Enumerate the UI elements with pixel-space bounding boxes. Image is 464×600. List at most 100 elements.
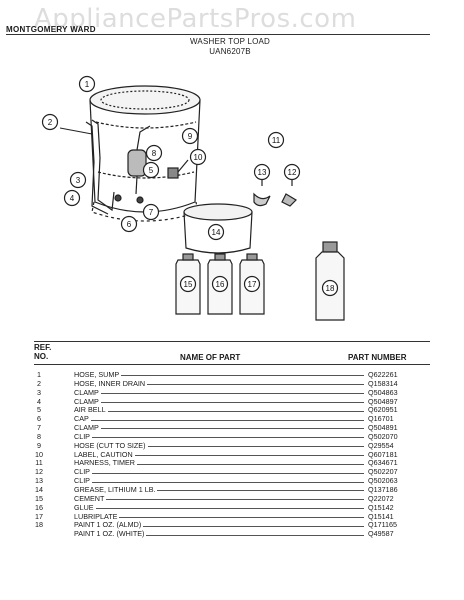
ref-number: 18 <box>35 520 43 530</box>
ref-number: 2 <box>37 378 41 388</box>
callout-label: 5 <box>149 166 154 175</box>
callout-17: 17 <box>243 275 261 293</box>
leader-line <box>74 419 364 421</box>
callout-label: 7 <box>149 208 154 217</box>
callout-2: 2 <box>41 113 59 131</box>
leader-line <box>74 446 364 448</box>
ref-number: 9 <box>37 440 41 450</box>
part-name: HOSE, INNER DRAIN <box>74 378 148 389</box>
part-number: Q504897 <box>366 396 398 407</box>
callout-label: 1 <box>85 80 90 89</box>
callout-label: 8 <box>152 149 157 158</box>
part-number: Q16701 <box>366 414 394 425</box>
part-number: Q502207 <box>366 467 398 478</box>
washer-tub-drawing <box>89 85 201 222</box>
part-name: HOSE, SUMP <box>74 370 122 380</box>
callout-5: 5 <box>142 161 160 179</box>
part-number: Q137186 <box>366 484 398 495</box>
part-number: Q622261 <box>366 370 398 380</box>
grease-can-drawing <box>183 203 253 254</box>
part-name: GLUE <box>74 502 96 513</box>
part-name: CLIP <box>74 476 92 486</box>
part-number: Q15141 <box>366 511 394 522</box>
part-number: Q502063 <box>366 476 398 486</box>
callout-4: 4 <box>63 189 81 207</box>
callout-16: 16 <box>211 275 229 293</box>
leader-line <box>74 463 364 465</box>
part-name: CLAMP <box>74 423 101 433</box>
leader-line <box>74 516 364 518</box>
part-name: CLIP <box>74 431 92 442</box>
ref-number: 4 <box>37 396 41 406</box>
ref-number: 17 <box>35 511 43 521</box>
leader-line <box>74 384 364 386</box>
callout-label: 11 <box>272 136 281 145</box>
leader-line <box>74 428 364 430</box>
part-number: Q171165 <box>366 520 398 531</box>
leader-line <box>74 375 364 377</box>
part-number: Q15142 <box>366 502 394 513</box>
callout-label: 3 <box>76 176 81 185</box>
watermark: AppliancePartsPros.com <box>34 4 357 34</box>
leader-line <box>74 534 364 536</box>
callout-label: 16 <box>216 280 225 289</box>
ref-no-header: REF. NO. <box>34 343 51 361</box>
part-name: HARNESS, TIMER <box>74 458 137 469</box>
part-name: PAINT 1 OZ. (ALMD) <box>74 520 144 531</box>
part-name-header: NAME OF PART <box>180 353 241 362</box>
callout-8: 8 <box>145 144 163 162</box>
caution-label-drawing <box>167 159 189 179</box>
drain-hose-drawing <box>59 119 115 215</box>
callout-7: 7 <box>142 203 160 221</box>
ref-number: 8 <box>37 431 41 441</box>
part-name: AIR BELL <box>74 405 108 416</box>
callout-9: 9 <box>181 127 199 145</box>
no-header-label: NO. <box>34 352 49 361</box>
callout-label: 12 <box>288 168 297 177</box>
table-header-rule <box>34 364 430 365</box>
leader-line <box>74 525 364 527</box>
callout-label: 2 <box>48 118 53 127</box>
callout-11: 11 <box>267 131 285 149</box>
part-number: Q29554 <box>366 440 394 451</box>
callout-6: 6 <box>120 215 138 233</box>
part-name: LABEL, CAUTION <box>74 449 135 460</box>
leader-line <box>74 499 364 501</box>
part-name: PAINT 1 OZ. (WHITE) <box>74 529 147 540</box>
part-number: Q620951 <box>366 405 398 416</box>
brand-name: MONTGOMERY WARD <box>6 25 96 34</box>
callout-12: 12 <box>283 163 301 181</box>
part-number: Q607181 <box>366 449 398 460</box>
callout-label: 6 <box>127 220 132 229</box>
table-row: 14 GREASE, LITHIUM 1 LB. Q137186 <box>30 484 430 495</box>
part-name: LUBRIPLATE <box>74 511 120 522</box>
part-name: CAP <box>74 414 91 425</box>
part-number: Q504863 <box>366 387 398 398</box>
callout-15: 15 <box>179 275 197 293</box>
leader-line <box>74 393 364 395</box>
leader-line <box>74 481 364 483</box>
callout-10: 10 <box>189 148 207 166</box>
part-name: GREASE, LITHIUM 1 LB. <box>74 484 158 495</box>
leader-line <box>74 490 364 492</box>
callout-13: 13 <box>253 163 271 181</box>
leader-line <box>74 437 364 439</box>
part-number-header: PART NUMBER <box>348 353 407 362</box>
callout-14: 14 <box>207 223 225 241</box>
leader-line <box>74 454 364 456</box>
ref-number: 14 <box>35 484 43 494</box>
leader-line <box>74 401 364 403</box>
callout-3: 3 <box>69 171 87 189</box>
callout-label: 10 <box>194 153 203 162</box>
ref-number: 15 <box>35 493 43 503</box>
part-name: CLAMP <box>74 387 101 398</box>
